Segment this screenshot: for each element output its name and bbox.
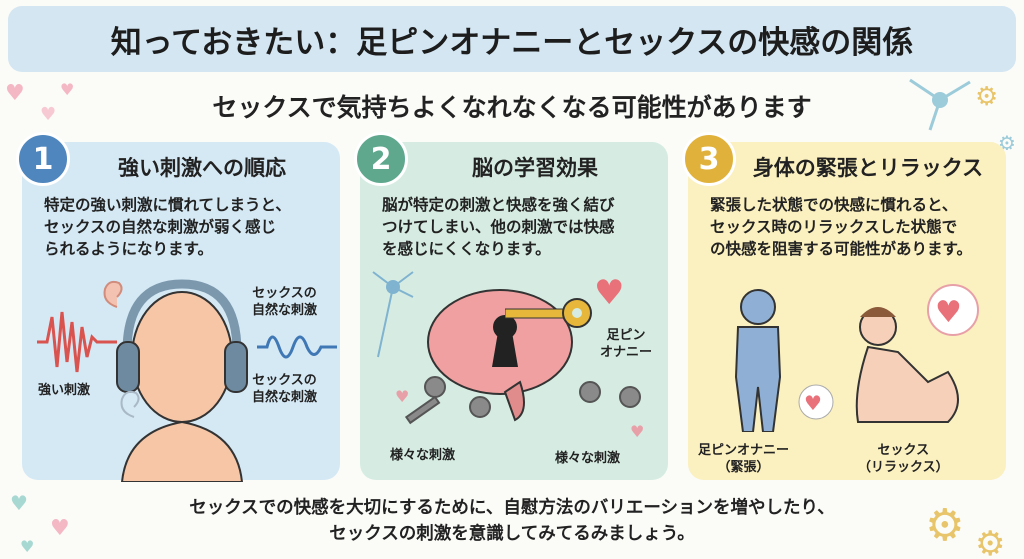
svg-text:♥: ♥ — [395, 387, 409, 406]
ear-faded-icon — [120, 390, 140, 418]
svg-text:♥: ♥ — [50, 516, 70, 541]
panel-strong-stimulus: 1 強い刺激への順応 特定の強い刺激に慣れてしまうと、 セックスの自然な刺激が弱… — [16, 132, 340, 482]
label-relax: セックス （リラックス） — [858, 443, 949, 475]
panel-title: 脳の学習効果 — [472, 156, 598, 180]
panel-brain-learning: 2 脳の学習効果 脳が特定の刺激と快感を強く結び つけてしまい、他の刺激では快感… — [354, 132, 668, 480]
label-various-left: 様々な刺激 — [390, 448, 456, 463]
footer-advice: セックスでの快感を大切にするために、自慰方法のバリエーションを増やしたり、 セッ… — [189, 498, 835, 544]
svg-text:⚙: ⚙ — [975, 524, 1005, 559]
svg-text:⚙: ⚙ — [975, 82, 998, 112]
relaxed-figure-icon — [855, 307, 959, 423]
panel-body: 脳が特定の刺激と快感を強く結び つけてしまい、他の刺激では快感 を感じにくくなり… — [382, 196, 615, 258]
svg-text:♥: ♥ — [630, 422, 644, 441]
svg-text:♥: ♥ — [804, 391, 822, 415]
label-strong-stimulus: 強い刺激 — [38, 383, 91, 398]
heart-bubble-icon: ♥ — [927, 284, 979, 336]
natural-stimulus-wave-icon — [257, 335, 337, 359]
headphones-head-illustration-icon — [116, 279, 248, 482]
label-various-right: 様々な刺激 — [555, 451, 621, 466]
panel-title: 強い刺激への順応 — [118, 156, 286, 180]
neuron-icon — [372, 271, 414, 358]
svg-text:♥: ♥ — [10, 491, 28, 515]
decorative-neuron-gear-icon: ⚙⚙ — [909, 78, 1016, 150]
strong-stimulus-wave-icon — [37, 311, 117, 373]
svg-text:♥: ♥ — [60, 80, 74, 99]
gray-keys-icon: ♥♥ — [395, 376, 644, 441]
decorative-hearts-icon: ♥♥♥ — [5, 80, 74, 125]
svg-text:♥: ♥ — [20, 537, 34, 556]
decorative-gears-icon: ⚙⚙ — [925, 500, 1005, 559]
page-title: 知っておきたい：足ピンオナニーとセックスの快感の関係 — [8, 6, 1016, 72]
svg-text:⚙: ⚙ — [998, 131, 1016, 150]
panel-body: 特定の強い刺激に慣れてしまうと、 セックスの自然な刺激が弱く感じ られるようにな… — [44, 196, 291, 258]
label-tense: 足ピンオナニー （緊張） — [698, 443, 790, 475]
ear-icon — [103, 280, 123, 308]
label-natural-stimulus-bottom: セックスの 自然な刺激 — [252, 373, 318, 405]
panel-title: 身体の緊張とリラックス — [752, 156, 984, 180]
step-number-badge: 3 — [682, 132, 736, 186]
panel-body: 緊張した状態での快感に慣れると、 セックス時のリラックスした状態で の快感を阻害… — [710, 196, 972, 258]
label-ashipin: 足ピン オナニー — [600, 328, 653, 360]
svg-text:♥: ♥ — [935, 295, 962, 330]
tense-figure-icon — [734, 289, 782, 432]
label-natural-stimulus-top: セックスの 自然な刺激 — [252, 286, 318, 318]
decorative-hearts-bottom-icon: ♥ ♥ ♥ — [10, 491, 70, 556]
step-number-badge: 2 — [354, 132, 408, 186]
golden-key-icon — [505, 298, 592, 328]
step-number-badge: 1 — [16, 132, 70, 186]
small-heart-bubble-icon: ♥ — [798, 384, 834, 420]
svg-text:♥: ♥ — [40, 104, 56, 125]
heart-icon: ♥ — [594, 273, 624, 312]
subtitle: セックスで気持ちよくなれなくなる可能性があります — [212, 93, 812, 122]
svg-text:♥: ♥ — [594, 273, 624, 312]
svg-text:⚙: ⚙ — [925, 500, 964, 551]
panel-tension-relax: 3 身体の緊張とリラックス 緊張した状態での快感に慣れると、 セックス時のリラッ… — [682, 132, 1006, 480]
svg-text:♥: ♥ — [5, 81, 25, 106]
